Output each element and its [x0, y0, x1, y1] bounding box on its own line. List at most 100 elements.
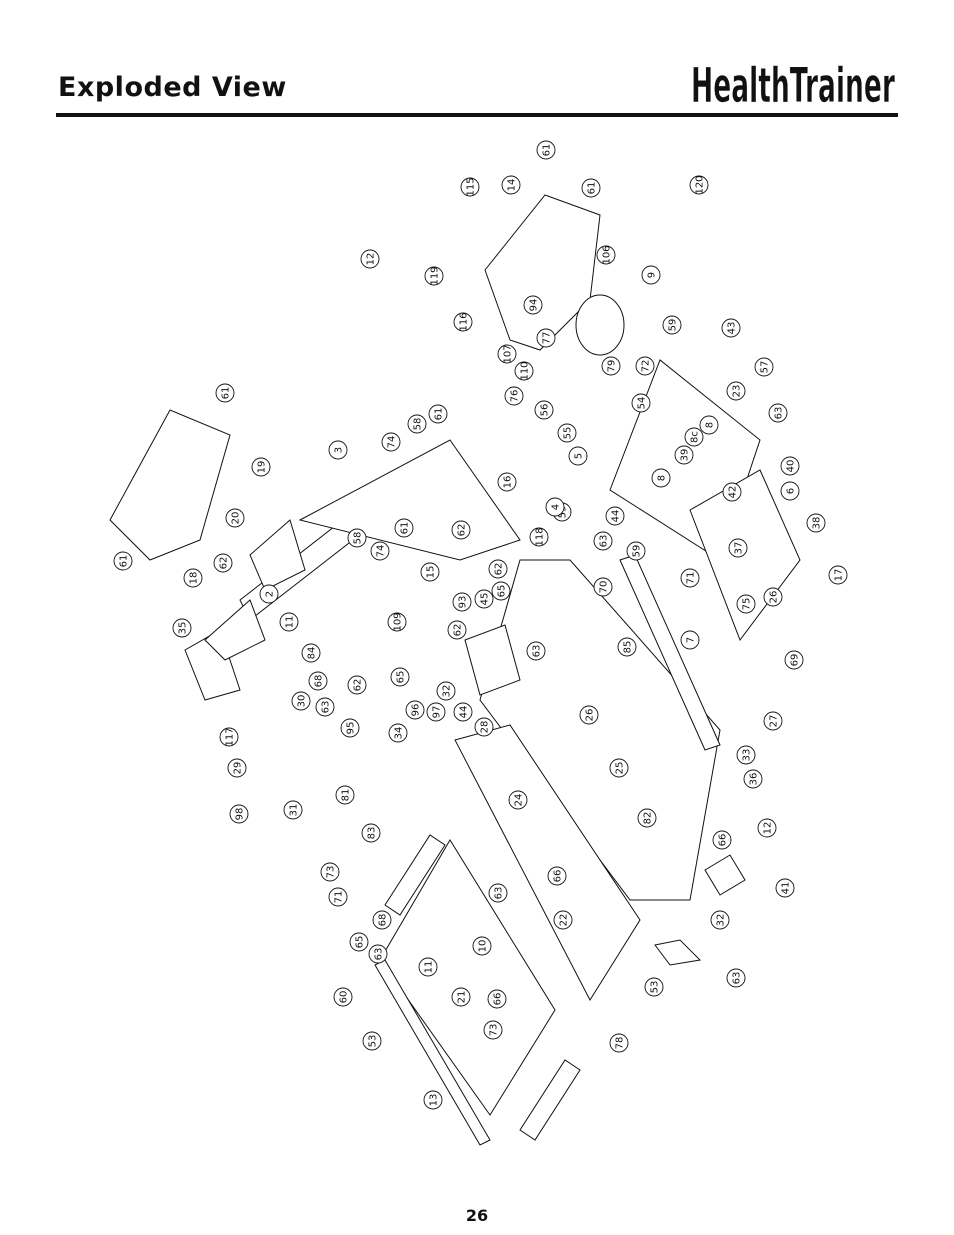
callout-circle: [508, 790, 528, 810]
callout-circle: [368, 944, 388, 964]
callout-circle: [529, 527, 549, 547]
callout-circle: [784, 650, 804, 670]
callout-circle: [418, 957, 438, 977]
callout-label: 74: [387, 436, 398, 449]
callout-label: 71: [334, 891, 345, 904]
callout-label: 33: [742, 749, 753, 762]
callout-label: 44: [459, 706, 470, 719]
callout-label: 63: [599, 535, 610, 548]
callout-label: 8: [705, 422, 716, 428]
callout-circle: [347, 528, 367, 548]
callout-circle: [447, 620, 467, 640]
callout-label: 45: [480, 593, 491, 606]
motor: [575, 294, 625, 356]
callout-circle: [547, 866, 567, 886]
callout-label: 120: [695, 175, 706, 194]
callout-circle: [488, 883, 508, 903]
callout-label: 69: [790, 654, 801, 667]
callout-label: 65: [355, 936, 366, 949]
callout-label: 53: [650, 981, 661, 994]
callout-circle: [593, 531, 613, 551]
callout-circle: [426, 702, 446, 722]
callout-circle: [333, 987, 353, 1007]
callout-label: 84: [307, 647, 318, 660]
callout-label: 63: [774, 407, 785, 420]
front-roller: [384, 834, 446, 916]
callout-label: 32: [716, 914, 727, 927]
callout-label: 73: [326, 866, 337, 879]
callout-circle: [315, 697, 335, 717]
callout-label: 54: [637, 397, 648, 410]
callout-label: 63: [374, 948, 385, 961]
callout-label: 4: [551, 504, 562, 510]
callout-circle: [301, 643, 321, 663]
callout-label: 107: [503, 344, 514, 363]
callout-circle: [553, 910, 573, 930]
callout-circle: [641, 265, 661, 285]
callout-label: 61: [434, 408, 445, 421]
callout-circle: [568, 446, 588, 466]
console: [109, 409, 231, 561]
callout-label: 12: [763, 822, 774, 835]
callout-label: 61: [587, 182, 598, 195]
callout-label: 70: [599, 581, 610, 594]
callout-label: 12: [366, 253, 377, 266]
callout-label: 66: [718, 834, 729, 847]
callout-label: 72: [641, 360, 652, 373]
callout-label: 66: [493, 993, 504, 1006]
callout-circle: [372, 910, 392, 930]
callout-circle: [609, 758, 629, 778]
callout-label: 77: [542, 332, 553, 345]
callout-circle: [596, 245, 616, 265]
callout-circle: [183, 568, 203, 588]
callout-label: 115: [466, 177, 477, 196]
callout-circle: [605, 506, 625, 526]
callout-circle: [680, 568, 700, 588]
callout-circle: [601, 356, 621, 376]
callout-label: 65: [396, 671, 407, 684]
callout-circle: [545, 497, 565, 517]
callout-label: 38: [812, 517, 823, 530]
callout-circle: [424, 266, 444, 286]
callout-label: 75: [742, 598, 753, 611]
callout-circle: [340, 718, 360, 738]
callout-label: 59: [632, 545, 643, 558]
callout-circle: [219, 727, 239, 747]
callout-circle: [684, 427, 704, 447]
callout-circle: [472, 936, 492, 956]
callout-label: 20: [231, 512, 242, 525]
callout-circle: [370, 541, 390, 561]
callout-circle: [780, 456, 800, 476]
callout-circle: [743, 769, 763, 789]
callout-label: 95: [346, 722, 357, 735]
callout-label: 61: [119, 555, 130, 568]
callout-label: 13: [429, 1094, 440, 1107]
shield: [704, 854, 746, 896]
callout-circle: [451, 520, 471, 540]
callout-circle: [728, 538, 748, 558]
callout-circle: [662, 315, 682, 335]
callout-label: 8: [657, 475, 668, 481]
callout-circle: [451, 987, 471, 1007]
callout-label: 63: [532, 645, 543, 658]
callout-circle: [279, 612, 299, 632]
callout-label: 68: [378, 914, 389, 927]
callout-circle: [362, 1031, 382, 1051]
callout-label: 6: [786, 488, 797, 494]
callout-circle: [407, 414, 427, 434]
callout-circle: [227, 758, 247, 778]
callout-circle: [637, 808, 657, 828]
page-title: Exploded View: [58, 72, 287, 103]
callout-circle: [689, 175, 709, 195]
callout-circle: [763, 587, 783, 607]
callout-label: 26: [769, 591, 780, 604]
callout-circle: [736, 594, 756, 614]
callout-label: 40: [786, 460, 797, 473]
callout-label: 93: [458, 596, 469, 609]
callout-label: 24: [514, 794, 525, 807]
callout-circle: [453, 312, 473, 332]
callout-label: 82: [643, 812, 654, 825]
callout-label: 66: [553, 870, 564, 883]
callout-circle: [283, 800, 303, 820]
callout-label: 14: [507, 179, 518, 192]
